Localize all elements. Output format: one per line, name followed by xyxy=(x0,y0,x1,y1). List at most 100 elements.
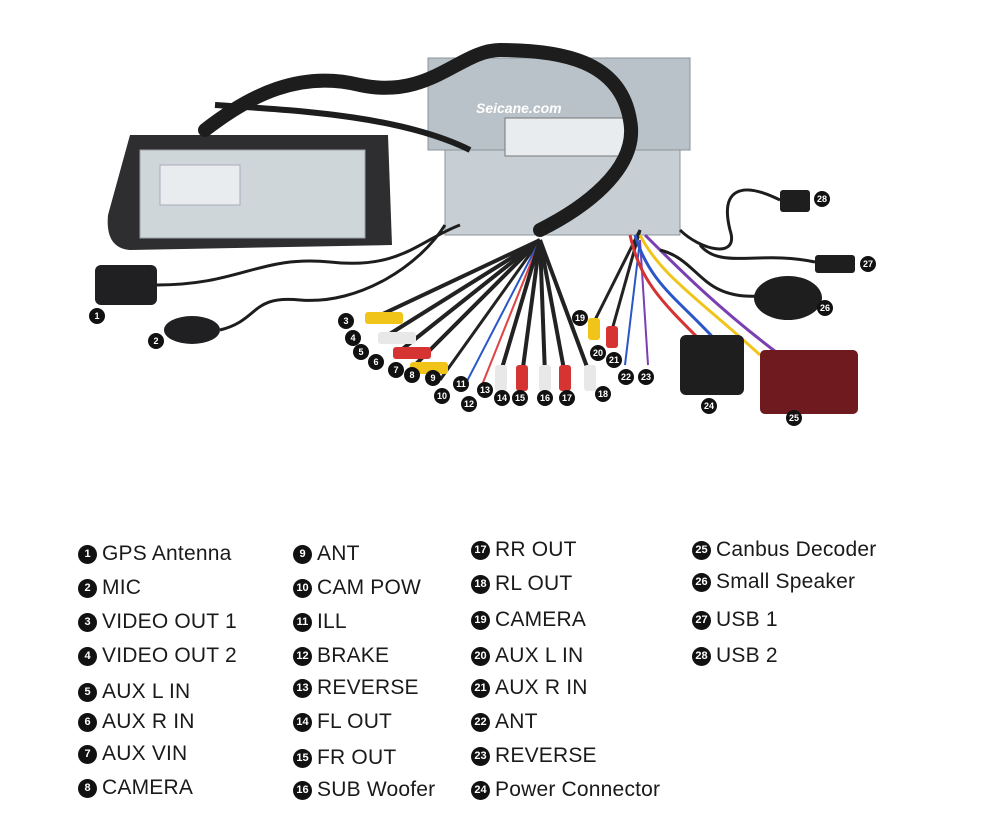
svg-text:15: 15 xyxy=(515,393,525,403)
legend-number-badge: 8 xyxy=(78,778,97,798)
callout-28: 28 xyxy=(814,191,830,207)
legend-number-badge: 14 xyxy=(293,712,312,732)
harness-loom xyxy=(198,42,639,237)
callout-7: 7 xyxy=(388,362,404,378)
speaker-cable xyxy=(659,248,761,298)
usb-2-plug xyxy=(780,190,810,212)
callout-26: 26 xyxy=(817,300,833,316)
callout-13: 13 xyxy=(477,382,493,398)
svg-text:12: 12 xyxy=(464,399,474,409)
legend-label: AUX R IN xyxy=(495,676,588,699)
callout-16: 16 xyxy=(537,390,553,406)
legend-label: FL OUT xyxy=(317,710,393,733)
legend-number-badge: 5 xyxy=(78,682,97,702)
legend-number-badge: 20 xyxy=(471,646,490,666)
callout-21: 21 xyxy=(606,352,622,368)
legend-label: CAMERA xyxy=(495,608,587,631)
legend-number-badge: 21 xyxy=(471,678,490,698)
callout-5: 5 xyxy=(353,344,369,360)
legend-number-badge: 16 xyxy=(293,780,312,800)
svg-text:8: 8 xyxy=(409,370,414,380)
callout-2: 2 xyxy=(148,333,164,349)
usb-1-cable xyxy=(698,244,816,264)
legend-number-badge: 28 xyxy=(692,646,711,666)
callout-6: 6 xyxy=(368,354,384,370)
svg-text:4: 4 xyxy=(350,333,355,343)
legend-label: SUB Woofer xyxy=(317,778,436,801)
svg-text:6: 6 xyxy=(373,357,378,367)
legend-number-badge: 3 xyxy=(78,612,97,632)
legend-number-badge: 18 xyxy=(471,574,490,594)
legend-label: RR OUT xyxy=(495,538,577,561)
callout-20: 20 xyxy=(590,345,606,361)
legend-label: ANT xyxy=(317,542,360,565)
callout-17: 17 xyxy=(559,390,575,406)
legend-label: CAM POW xyxy=(317,576,422,599)
legend-label: AUX L IN xyxy=(495,644,584,667)
legend-label: CAMERA xyxy=(102,776,194,799)
svg-text:10: 10 xyxy=(437,391,447,401)
legend-label: FR OUT xyxy=(317,746,397,769)
legend-label: REVERSE xyxy=(317,676,419,699)
legend-label: REVERSE xyxy=(495,744,597,767)
callout-18: 18 xyxy=(595,386,611,402)
callout-15: 15 xyxy=(512,390,528,406)
mic-cable xyxy=(219,224,447,332)
legend-number-badge: 17 xyxy=(471,540,490,560)
harness-branch xyxy=(214,102,472,153)
svg-text:22: 22 xyxy=(621,372,631,382)
callout-8: 8 xyxy=(404,367,420,383)
svg-text:1: 1 xyxy=(94,311,99,321)
callout-11: 11 xyxy=(453,376,469,392)
callout-9: 9 xyxy=(425,370,441,386)
svg-text:11: 11 xyxy=(456,379,466,389)
gps-cable xyxy=(156,223,461,287)
legend-number-badge: 13 xyxy=(293,678,312,698)
canbus-decoder xyxy=(760,350,858,414)
legend-number-badge: 1 xyxy=(78,544,97,564)
svg-text:3: 3 xyxy=(343,316,348,326)
legend-number-badge: 9 xyxy=(293,544,312,564)
legend-label: MIC xyxy=(102,576,142,599)
callout-12: 12 xyxy=(461,396,477,412)
svg-text:5: 5 xyxy=(358,347,363,357)
callout-23: 23 xyxy=(638,369,654,385)
legend-label: Power Connector xyxy=(495,778,661,801)
legend-label: AUX L IN xyxy=(102,680,191,703)
legend-label: BRAKE xyxy=(317,644,390,667)
legend-number-badge: 15 xyxy=(293,748,312,768)
svg-text:14: 14 xyxy=(497,393,507,403)
usb-1-plug xyxy=(815,255,855,273)
legend-number-badge: 27 xyxy=(692,610,711,630)
svg-text:20: 20 xyxy=(593,348,603,358)
svg-text:19: 19 xyxy=(575,313,585,323)
microphone xyxy=(164,316,220,344)
callout-3: 3 xyxy=(338,313,354,329)
power-harness xyxy=(628,233,858,414)
rca-cables xyxy=(365,238,596,391)
svg-text:16: 16 xyxy=(540,393,550,403)
svg-text:2: 2 xyxy=(153,336,158,346)
svg-text:17: 17 xyxy=(562,393,572,403)
callout-4: 4 xyxy=(345,330,361,346)
legend-label: Small Speaker xyxy=(716,570,856,593)
legend-label: Canbus Decoder xyxy=(716,538,877,561)
callout-19: 19 xyxy=(572,310,588,326)
callout-markers: 1 2 3 4 5 6 7 8 9 10 11 12 13 14 15 16 1… xyxy=(89,191,876,426)
legend-label: USB 1 xyxy=(716,608,778,631)
